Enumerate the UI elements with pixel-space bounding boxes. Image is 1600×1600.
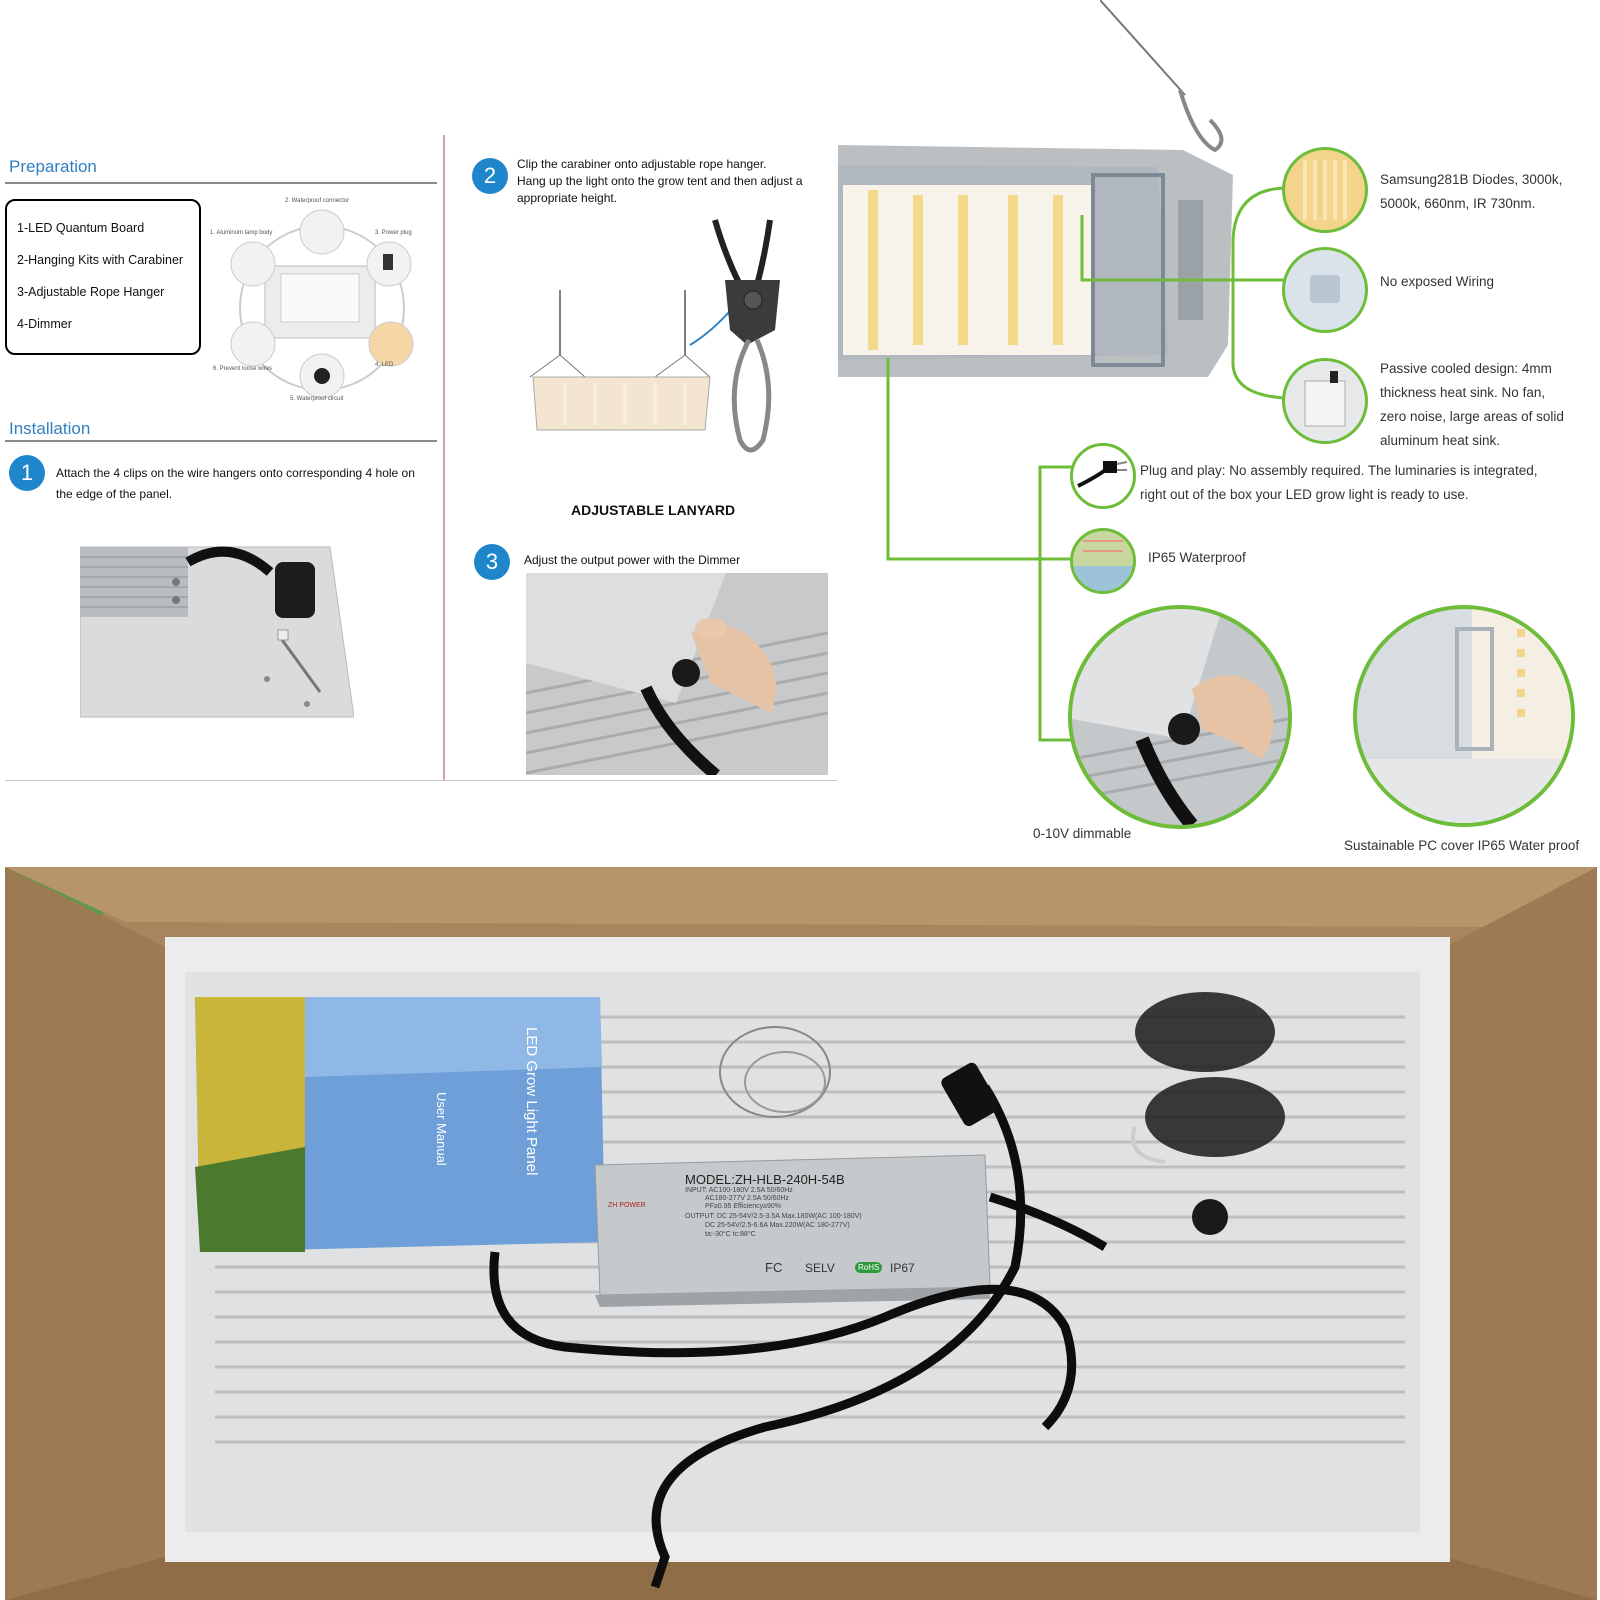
pc-cover-closeup [1353, 605, 1575, 827]
step-1-text: Attach the 4 clips on the wire hangers o… [56, 466, 415, 501]
diagram-label: 4. LED [375, 362, 394, 368]
passive-cooling-text: aluminum heat sink. [1380, 433, 1501, 448]
dimmer-closeup [1068, 605, 1292, 829]
diagram-label: 2. Waterproof connector [285, 198, 350, 204]
driver-spec: DC 25-54V/2.5-6.6A Max.220W(AC 180-277V) [705, 1222, 850, 1229]
plug-and-play-text: right out of the box your LED grow light… [1140, 487, 1469, 502]
manual-title: LED Grow Light Panel [523, 1027, 540, 1176]
driver-mark: FC [765, 1260, 783, 1275]
preparation-item: 2-Hanging Kits with Carabiner [17, 253, 184, 267]
driver-spec: ta:-30°C tc:88°C [705, 1231, 756, 1238]
preparation-list-box: 1-LED Quantum Board 2-Hanging Kits with … [5, 199, 201, 355]
driver-spec: OUTPUT: DC 25-54V/2.5-3.5A Max.180W(AC 1… [685, 1213, 862, 1220]
lanyard-caption: ADJUSTABLE LANYARD [571, 502, 736, 518]
parts-diagram: 1. Aluminum lamp body 2. Waterproof conn… [205, 196, 435, 411]
step-2-badge: 2 [472, 158, 508, 194]
driver-spec: INPUT: AC100-180V 2.5A 50/60Hz [685, 1187, 793, 1194]
installation-title: Installation [9, 419, 91, 438]
bottom-divider [5, 780, 837, 781]
step-2-text-line: Hang up the light onto the grow tent and… [517, 174, 803, 188]
power-plug-icon [1070, 443, 1136, 509]
passive-cooling-text: thickness heat sink. No fan, [1380, 385, 1546, 400]
driver-model: MODEL:ZH-HLB-240H-54B [685, 1172, 845, 1187]
preparation-item: 1-LED Quantum Board [17, 221, 145, 235]
diagram-label: 6. Prevent loose wires [213, 366, 273, 372]
diagram-label: 3. Power plug [375, 230, 412, 236]
diodes-text: 5000k, 660nm, IR 730nm. [1380, 196, 1536, 211]
preparation-item: 3-Adjustable Rope Hanger [17, 285, 165, 299]
diodes-text: Samsung281B Diodes, 3000k, [1380, 172, 1563, 187]
preparation-rule [5, 182, 437, 184]
parts-diagram-svg [230, 209, 414, 399]
hanging-illustration [525, 215, 825, 475]
plug-and-play-text: Plug and play: No assembly required. The… [1140, 463, 1538, 478]
installation-rule [5, 440, 437, 442]
wiring-text: No exposed Wiring [1380, 274, 1495, 289]
diagram-label: 1. Aluminum lamp body [210, 230, 273, 236]
diodes-icon [1282, 147, 1368, 233]
waterproof-icon [1070, 528, 1136, 594]
panel-edge-photo [80, 542, 354, 722]
hanging-wire [1099, 0, 1240, 170]
preparation-item: 4-Dimmer [17, 317, 72, 331]
driver-mark: IP67 [890, 1261, 915, 1275]
package-contents-svg [5, 867, 1597, 1600]
diagram-label: 5. Waterproof circuit [290, 396, 344, 402]
led-panel-photo [838, 145, 1233, 385]
step-2-text-line: appropriate height. [517, 191, 618, 205]
passive-cooling-text: Passive cooled design: 4mm [1380, 361, 1552, 376]
passive-cooling-text: zero noise, large areas of solid [1380, 409, 1564, 424]
driver-mark: SELV [805, 1261, 835, 1275]
manual-subtitle: User Manual [434, 1092, 449, 1166]
step-1-badge: 1 [9, 455, 45, 491]
driver-spec: PF≥0.95 Efficiency≥90% [705, 1203, 782, 1210]
waterproof-text: IP65 Waterproof [1148, 550, 1246, 565]
driver-mark: RoHS [855, 1262, 883, 1273]
step-3-badge: 3 [474, 544, 510, 580]
step-2-text-line: Clip the carabiner onto adjustable rope … [517, 157, 767, 171]
column-divider [443, 135, 445, 780]
wiring-icon [1282, 247, 1368, 333]
driver-brand: ZH POWER [608, 1202, 646, 1209]
package-contents-photo: LED Grow Light Panel User Manual ZH POWE… [5, 867, 1597, 1600]
pc-cover-caption: Sustainable PC cover IP65 Water proof [1344, 838, 1580, 853]
dimmer-photo [526, 573, 828, 775]
preparation-title: Preparation [9, 157, 97, 176]
step-3-text: Adjust the output power with the Dimmer [524, 553, 741, 567]
driver-spec: AC180-277V 2.5A 50/60Hz [705, 1195, 790, 1202]
dimmable-caption: 0-10V dimmable [1033, 826, 1132, 841]
heat-sink-icon [1282, 358, 1368, 444]
